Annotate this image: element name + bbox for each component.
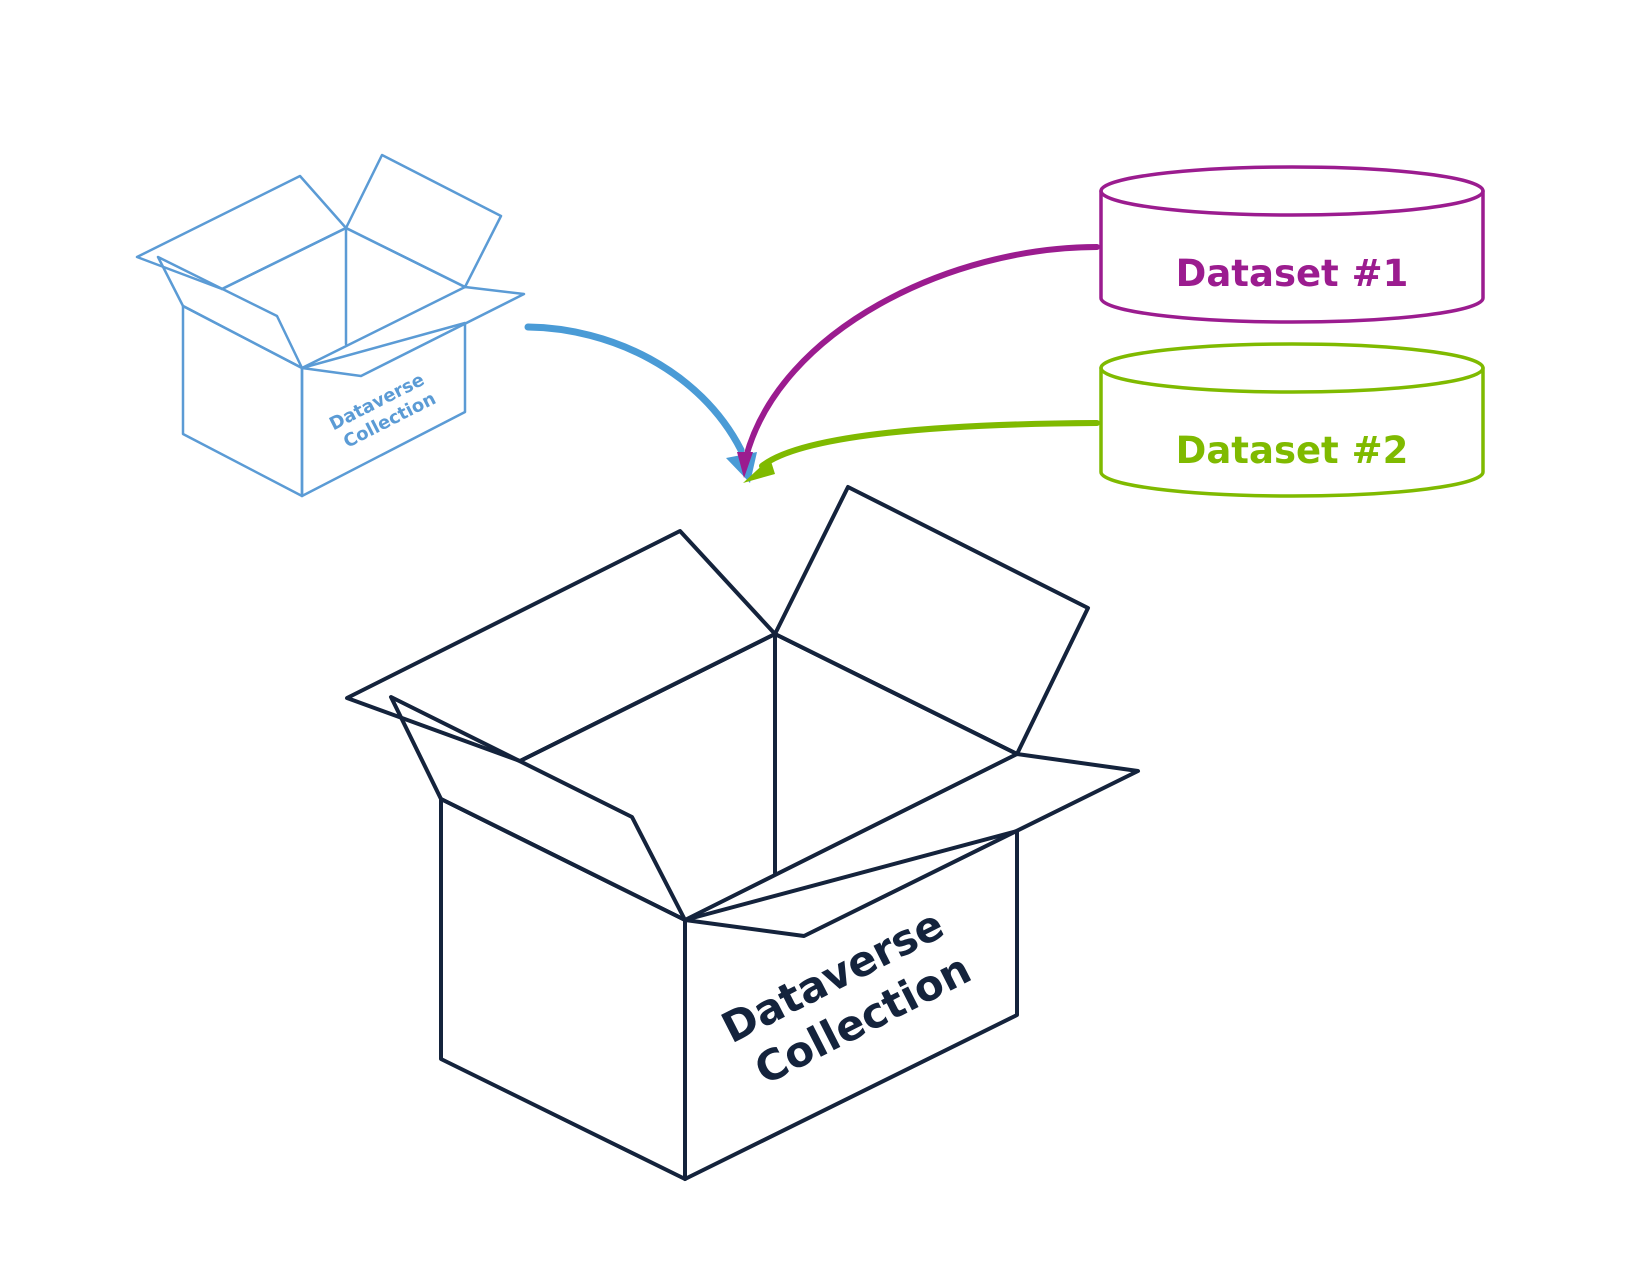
- small-box-label: Dataverse Collection: [326, 366, 443, 454]
- arrow-small-box-to-collection: [524, 323, 745, 454]
- large-box-flap-right-front: [683, 752, 1140, 938]
- arrow-dataset-2-to-collection-head: [743, 458, 775, 483]
- large-box: [345, 485, 1140, 1181]
- large-box-flap-back-right: [773, 485, 1090, 756]
- small-box-flap-back-left: [135, 174, 348, 291]
- dataset-2-label: Dataset #2: [1176, 429, 1409, 472]
- small-box-flap-back-right: [344, 153, 503, 289]
- arrow-dataset-1-to-collection: [743, 244, 1100, 460]
- dataset-1-cylinder-body: [1099, 189, 1485, 324]
- dataset-2-cylinder-top: [1099, 342, 1485, 394]
- dataset-1-cylinder-top: [1099, 165, 1485, 217]
- dataset-1-cylinder: [1099, 165, 1485, 324]
- dataset-2-cylinder: [1099, 342, 1485, 498]
- small-box-front-right-face: [300, 321, 467, 498]
- dataset-1-label: Dataset #1: [1176, 252, 1409, 295]
- arrow-dataset-2-to-collection: [759, 420, 1100, 469]
- large-box-inner-edges: [518, 632, 1019, 763]
- large-box-flap-back-left: [345, 529, 777, 763]
- small-box: [135, 153, 526, 498]
- large-box-front-left-face: [439, 797, 687, 1181]
- large-box-front-right-face: [683, 829, 1019, 1181]
- small-box-flap-right-front: [300, 285, 526, 378]
- small-box-front-left-face: [181, 304, 304, 498]
- small-box-inner-edges: [220, 226, 467, 291]
- large-box-label: Dataverse Collection: [714, 893, 988, 1099]
- dataset-2-cylinder-body: [1099, 366, 1485, 498]
- arrow-dataset-1-to-collection-head: [737, 452, 753, 478]
